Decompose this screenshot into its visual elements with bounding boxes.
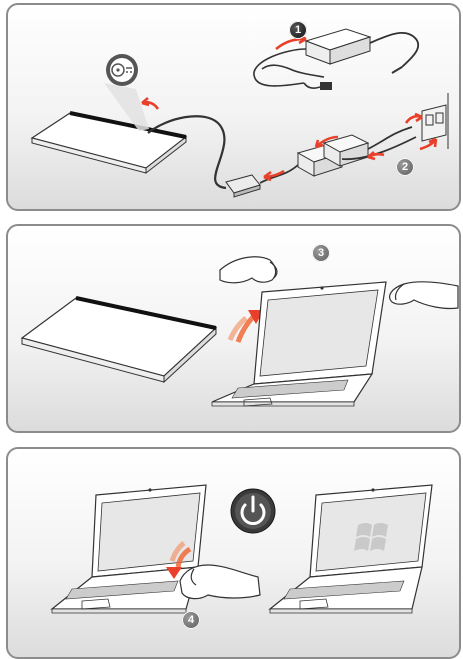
adapter-assembly [260,127,416,183]
step-badge-1: 1 [289,21,307,39]
step-panel-open-lid: 3 [6,224,461,433]
step-panel-power-on: 4 [6,447,461,659]
adapter-brick-floor [226,175,260,197]
open-laptop [212,282,386,406]
power-button-icon [231,489,275,533]
step-badge-4: 4 [182,611,200,629]
pressing-hand [180,565,260,599]
step-badge-2: 2 [396,158,414,176]
power-on-illustration [8,449,459,657]
right-open-laptop [270,485,432,613]
adapter-top [254,29,418,90]
closed-laptop [32,113,186,173]
open-lid-illustration [8,226,459,431]
closed-laptop [22,298,216,382]
step-badge-3: 3 [312,244,330,262]
adapter-connection-illustration [8,5,459,209]
step-panel-connect-adapter: 1 2 [6,3,461,211]
red-arrows [142,35,436,180]
